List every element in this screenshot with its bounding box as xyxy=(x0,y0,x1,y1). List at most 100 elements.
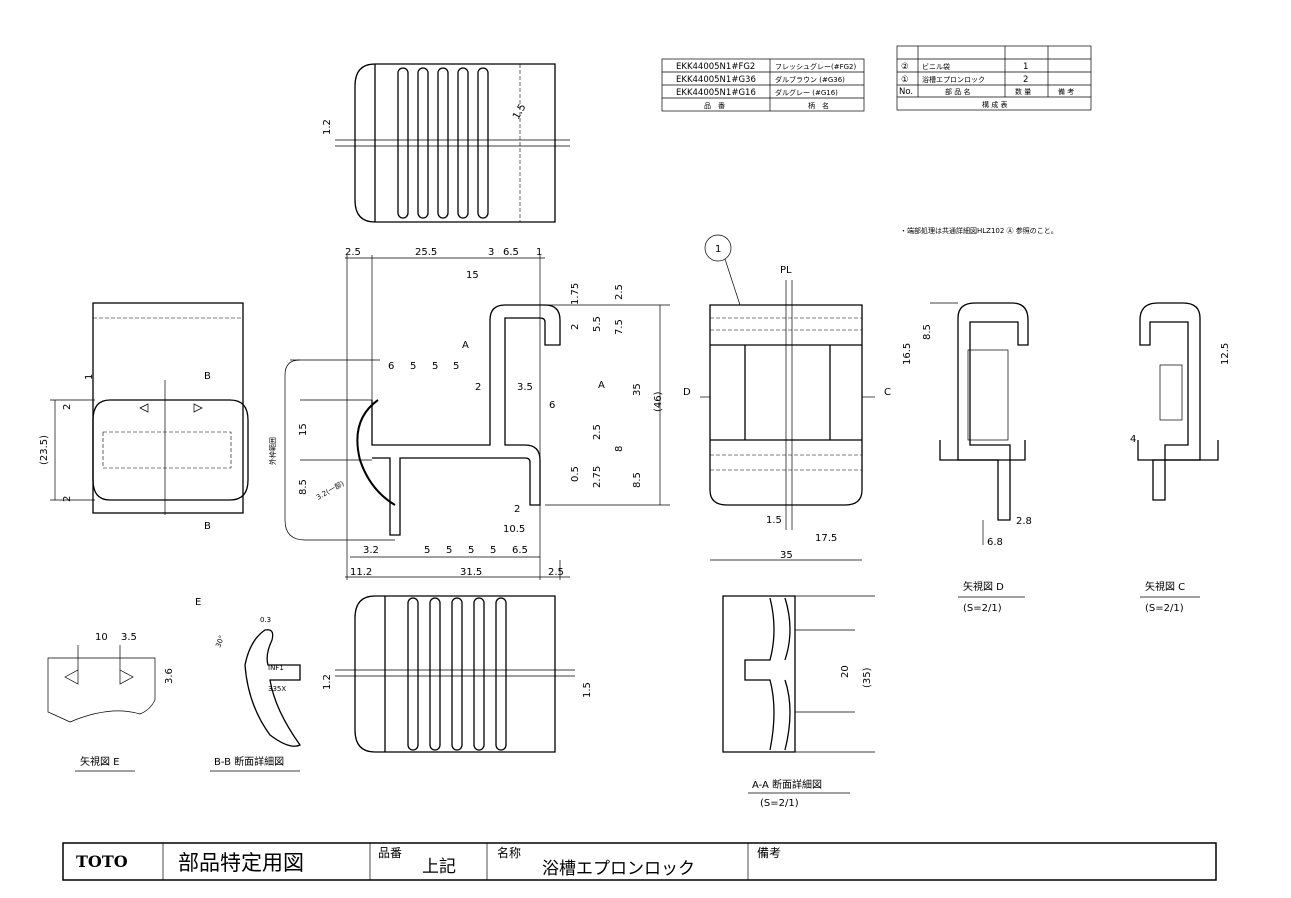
part-code: EKK44005N1#G36 xyxy=(676,75,756,85)
dim-label: (35) xyxy=(862,667,873,688)
row-qty: 1 xyxy=(1023,62,1028,72)
header-name: 柄 名 xyxy=(808,101,829,110)
part-no-label: 品番 xyxy=(378,846,402,860)
dim-label: 2.8 xyxy=(1016,516,1032,527)
bb-section: E 30° 0.3 INF1 335X B-B 断面詳細図 xyxy=(195,597,301,772)
row-no: ① xyxy=(901,75,909,85)
dim-label: 8.5 xyxy=(298,479,309,495)
header-no: No. xyxy=(899,87,913,97)
row-name: 浴槽エプロンロック xyxy=(922,75,985,84)
dim-label: 3.2(一部) xyxy=(315,479,346,502)
caption-scale: (S=2/1) xyxy=(963,603,1002,614)
outer-range-label: 外枠範囲 xyxy=(268,437,277,465)
dim-label: 3 xyxy=(488,247,494,258)
aa-section: 20 (35) A-A 断面詳細図 (S=2/1) xyxy=(722,595,875,809)
dim-label: 5 xyxy=(468,545,474,556)
part-color: フレッシュグレー(#FG2) xyxy=(775,62,857,71)
dim-label: 5 xyxy=(446,545,452,556)
dim-label: 5.5 xyxy=(592,316,603,332)
dim-label: 2.75 xyxy=(592,466,603,488)
section-marker: A xyxy=(598,380,605,391)
view-arrow-d: D xyxy=(683,387,691,398)
caption: 矢視図 D xyxy=(963,580,1004,593)
note: ・端部処理は共通詳細図HLZ102 Ⓐ 参照のこと。 xyxy=(900,226,1058,235)
title-block: TOTO 部品特定用図 品番 上記 名称 浴槽エプロンロック 備考 xyxy=(62,842,1217,881)
dim-label: 6 xyxy=(549,400,555,411)
header-code: 品 番 xyxy=(704,102,725,110)
dim-label: 35 xyxy=(632,383,643,396)
dim-label: 2.5 xyxy=(592,424,603,440)
dim-label: 8 xyxy=(614,446,625,452)
dim-label: 0.3 xyxy=(260,616,271,624)
dim-label: 8.5 xyxy=(922,324,933,340)
part-no-value: 上記 xyxy=(422,857,456,877)
dim-label: 30° xyxy=(214,634,226,648)
front-view: 1 PL D C 1.5 17.5 35 xyxy=(683,234,891,561)
dim-label: 5 xyxy=(410,361,416,372)
dim-label: 6.5 xyxy=(503,247,519,258)
dim-label: 8.5 xyxy=(632,472,643,488)
bottom-view: 1.2 1.5 xyxy=(322,595,593,753)
dim-label: 3.2 xyxy=(363,545,379,556)
view-arrow-c: C xyxy=(884,387,891,398)
dim-label: 16.5 xyxy=(902,343,913,365)
side-section-view: 2.5 25.5 3 6.5 1 15 1.75 2.5 2 5.5 7.5 3… xyxy=(268,247,670,580)
remarks-label: 備考 xyxy=(757,845,781,860)
dim-label: 15 xyxy=(298,423,309,436)
dim-label: 2.5 xyxy=(548,567,564,578)
dim-label: INF1 xyxy=(268,664,284,672)
dim-label: 25.5 xyxy=(415,247,437,258)
brand-logo: TOTO xyxy=(76,852,128,871)
dim-label: 1.5 xyxy=(511,102,528,121)
dim-label: 1.5 xyxy=(766,515,782,526)
dim-label: 2.5 xyxy=(614,284,625,300)
dim-label: 3.5 xyxy=(121,632,137,643)
part-color: ダルブラウン (#G36) xyxy=(775,75,845,84)
dim-label: 10.5 xyxy=(503,524,525,535)
dim-label: 2 xyxy=(62,496,73,502)
section-marker: A xyxy=(462,340,469,351)
caption: A-A 断面詳細図 xyxy=(752,778,822,791)
dim-label: 5 xyxy=(424,545,430,556)
parts-table: EKK44005N1#FG2 フレッシュグレー(#FG2) EKK44005N1… xyxy=(661,58,865,112)
part-code: EKK44005N1#FG2 xyxy=(676,62,755,72)
name-value: 浴槽エプロンロック xyxy=(542,859,695,879)
composition-table: ② ビニル袋 1 ① 浴槽エプロンロック 2 No. 部 品 名 数 量 備 考… xyxy=(896,45,1092,111)
caption: 矢視図 C xyxy=(1145,580,1185,593)
name-label: 名称 xyxy=(497,845,521,860)
header-name: 部 品 名 xyxy=(945,87,970,96)
dim-label: 3.6 xyxy=(164,668,175,684)
top-view: 1.2 1.5 xyxy=(322,63,570,223)
view-c: 12.5 4 矢視図 C (S=2/1) xyxy=(1130,302,1231,614)
caption-scale: (S=2/1) xyxy=(760,798,799,809)
view-arrow-e: E xyxy=(195,597,201,608)
dim-label: 2 xyxy=(475,382,481,393)
dim-label: (23.5) xyxy=(39,435,50,465)
dim-label: 11.2 xyxy=(350,567,372,578)
dim-label: 5 xyxy=(490,545,496,556)
dim-label: 5 xyxy=(453,361,459,372)
part-code: EKK44005N1#G16 xyxy=(676,88,756,98)
section-marker: B xyxy=(204,521,211,532)
dim-label: 17.5 xyxy=(815,533,837,544)
dim-label: 35 xyxy=(780,550,793,561)
dim-label: 1.75 xyxy=(570,283,581,305)
dim-label: 0.5 xyxy=(570,466,581,482)
dim-label: 15 xyxy=(466,270,479,281)
header-note: 備 考 xyxy=(1058,87,1074,96)
balloon-number: 1 xyxy=(715,244,721,255)
dim-label: 12.5 xyxy=(1220,343,1231,365)
dim-label: 1 xyxy=(84,374,95,380)
row-name: ビニル袋 xyxy=(922,62,950,71)
dim-label: (46) xyxy=(653,391,664,412)
section-marker: B xyxy=(204,371,211,382)
view-d: 16.5 8.5 2.8 6.8 矢視図 D (S=2/1) xyxy=(902,302,1032,614)
header-qty: 数 量 xyxy=(1015,87,1031,96)
view-e: 10 3.5 3.6 矢視図 E xyxy=(47,632,175,772)
part-color: ダルグレー (#G16) xyxy=(775,88,838,97)
dim-label: 1.2 xyxy=(322,674,333,690)
dim-label: 3.5 xyxy=(517,382,533,393)
caption-scale: (S=2/1) xyxy=(1145,603,1184,614)
dim-label: 5 xyxy=(432,361,438,372)
